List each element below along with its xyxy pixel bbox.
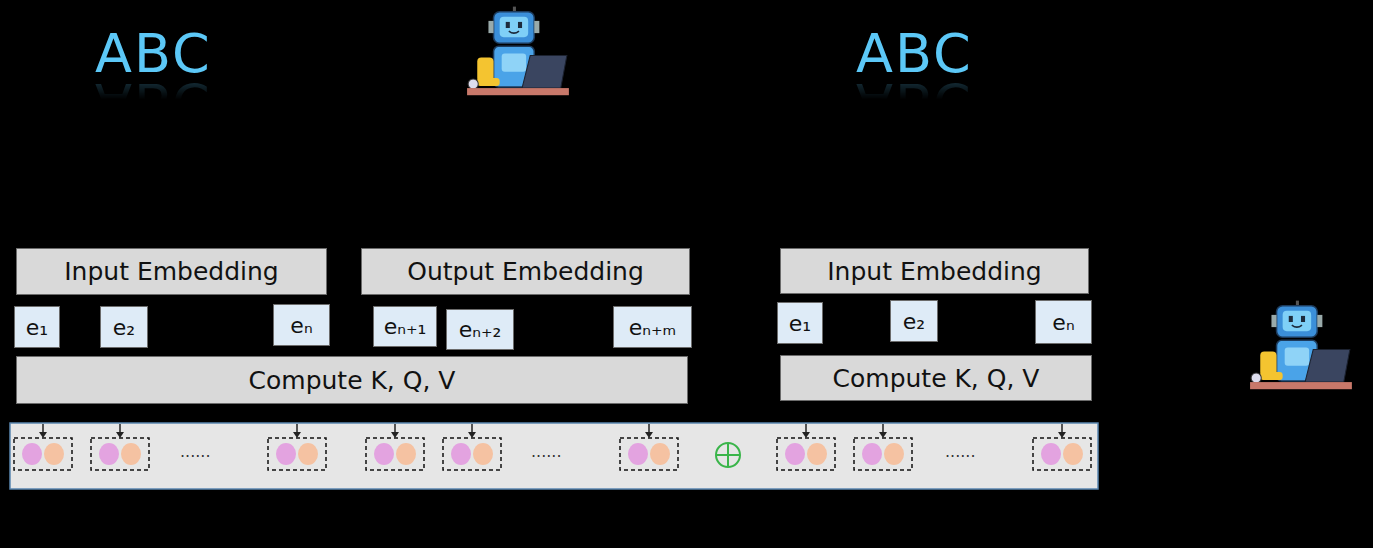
token-embedding: eₙ₊ₘ: [613, 306, 692, 348]
arrow-shaft: [471, 424, 473, 433]
value-dot: [121, 443, 141, 465]
key-dot: [1041, 443, 1061, 465]
ellipsis: ......: [180, 442, 211, 461]
embedding-box: Input Embedding: [16, 248, 327, 295]
dashed-cell: [443, 438, 501, 470]
token-embedding: eₙ₊₁: [373, 306, 437, 347]
node-text: Compute K, Q, V: [833, 364, 1040, 393]
value-dot: [884, 443, 904, 465]
kv-pair: [854, 424, 912, 470]
dashed-cell: [1033, 438, 1091, 470]
token-embedding: eₙ₊₂: [446, 309, 514, 350]
arrow-head: [879, 432, 887, 438]
arrow-shaft: [296, 424, 298, 433]
dashed-cell: [854, 438, 912, 470]
key-dot: [22, 443, 42, 465]
ellipsis: ......: [945, 442, 976, 461]
value-dot: [473, 443, 493, 465]
arrow-shaft: [805, 424, 807, 433]
key-dot: [374, 443, 394, 465]
arrow-shaft: [882, 424, 884, 433]
node-text: Input Embedding: [827, 257, 1041, 286]
arrow-head: [468, 432, 476, 438]
kv-pair: [366, 424, 424, 470]
ellipsis: ......: [531, 442, 562, 461]
arrow-head: [116, 432, 124, 438]
node-text: Compute K, Q, V: [249, 366, 456, 395]
key-dot: [451, 443, 471, 465]
kv-pair: [91, 424, 149, 470]
compute-box: Compute K, Q, V: [16, 356, 688, 404]
key-dot: [785, 443, 805, 465]
key-dot: [628, 443, 648, 465]
concat-symbol: [716, 443, 740, 467]
arrow-shaft: [1061, 424, 1063, 433]
arrow-head: [293, 432, 301, 438]
token-embedding: eₙ: [1035, 300, 1092, 344]
kv-pair: [1033, 424, 1091, 470]
robot-icon: [1246, 300, 1358, 398]
key-dot: [99, 443, 119, 465]
node-text: e₂: [113, 315, 135, 340]
value-dot: [396, 443, 416, 465]
arrow-head: [39, 432, 47, 438]
token-embedding: e₁: [14, 306, 60, 348]
arrow-shaft: [648, 424, 650, 433]
arrow-shaft: [42, 424, 44, 433]
embedding-box: Output Embedding: [361, 248, 690, 295]
sequence-text: ABC: [856, 22, 973, 85]
dashed-cell: [268, 438, 326, 470]
node-text: e₁: [789, 311, 811, 336]
dashed-cell: [777, 438, 835, 470]
node-text: e₂: [903, 309, 925, 334]
dashed-cell: [91, 438, 149, 470]
token-embedding: e₂: [890, 300, 938, 342]
key-dot: [276, 443, 296, 465]
kv-pair: [777, 424, 835, 470]
compute-box: Compute K, Q, V: [780, 355, 1092, 401]
token-embedding: e₂: [100, 306, 148, 348]
node-text: e₁: [26, 315, 48, 340]
node-text: Input Embedding: [64, 257, 278, 286]
value-dot: [650, 443, 670, 465]
node-text: eₙ₊₂: [459, 317, 502, 342]
key-dot: [862, 443, 882, 465]
value-dot: [44, 443, 64, 465]
dashed-cell: [14, 438, 72, 470]
value-dot: [807, 443, 827, 465]
arrow-head: [645, 432, 653, 438]
robot-icon: [463, 6, 575, 104]
kv-pair: [268, 424, 326, 470]
arrow-shaft: [119, 424, 121, 433]
dashed-cell: [620, 438, 678, 470]
token-embedding: eₙ: [273, 304, 330, 346]
embedding-box: Input Embedding: [780, 248, 1089, 294]
kv-cells: [14, 424, 1091, 470]
kv-pair: [14, 424, 72, 470]
node-text: eₙ: [290, 313, 312, 338]
kv-cache-band: [10, 423, 1098, 489]
arrow-shaft: [394, 424, 396, 433]
node-text: eₙ₊ₘ: [629, 315, 677, 340]
value-dot: [1063, 443, 1083, 465]
token-embedding: e₁: [777, 302, 823, 344]
sequence-text: ABC: [95, 22, 212, 85]
kv-pair: [443, 424, 501, 470]
node-text: eₙ: [1052, 310, 1074, 335]
arrow-head: [802, 432, 810, 438]
node-text: eₙ₊₁: [384, 314, 427, 339]
arrow-head: [391, 432, 399, 438]
dashed-cell: [366, 438, 424, 470]
node-text: Output Embedding: [407, 257, 644, 286]
arrow-head: [1058, 432, 1066, 438]
value-dot: [298, 443, 318, 465]
kv-pair: [620, 424, 678, 470]
